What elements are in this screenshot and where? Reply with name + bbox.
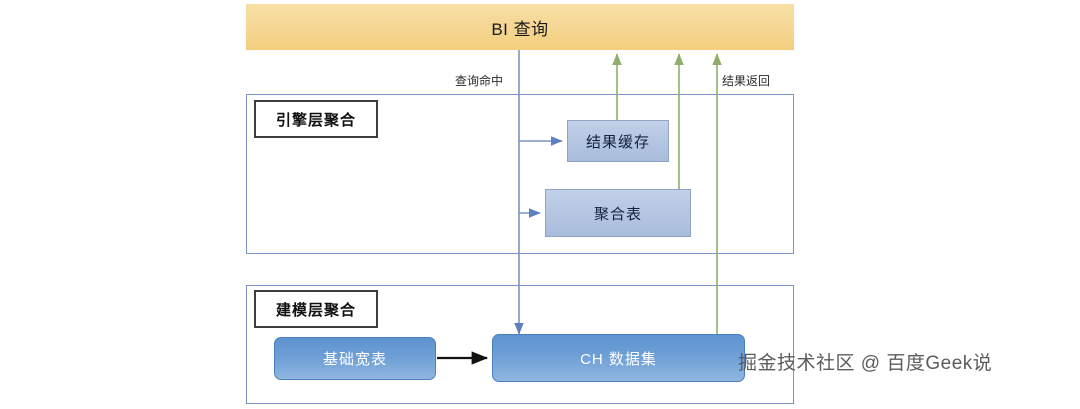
node-result-cache[interactable]: 结果缓存 [567, 120, 669, 162]
bi-query-header: BI 查询 [246, 4, 794, 50]
node-agg-table-label: 聚合表 [593, 205, 642, 223]
node-agg-table[interactable]: 聚合表 [545, 189, 691, 237]
model-layer-title: 建模层聚合 [254, 290, 378, 328]
engine-layer-title: 引擎层聚合 [254, 100, 378, 138]
node-result-cache-label: 结果缓存 [585, 133, 650, 151]
bi-query-label: BI 查询 [491, 19, 549, 39]
node-base-wide-table[interactable]: 基础宽表 [274, 337, 436, 380]
edge-label-query-hit: 查询命中 [455, 74, 504, 88]
node-ch-dataset[interactable]: CH 数据集 [492, 334, 745, 382]
model-layer-container [246, 285, 794, 404]
engine-layer-container [246, 94, 794, 254]
edge-label-result-return: 结果返回 [722, 74, 771, 88]
node-base-wide-table-label: 基础宽表 [322, 351, 387, 368]
model-layer-title-label: 建模层聚合 [275, 301, 356, 319]
watermark-text: 掘金技术社区 @ 百度Geek说 [738, 353, 993, 374]
engine-layer-title-label: 引擎层聚合 [275, 111, 356, 129]
node-ch-dataset-label: CH 数据集 [580, 350, 657, 368]
